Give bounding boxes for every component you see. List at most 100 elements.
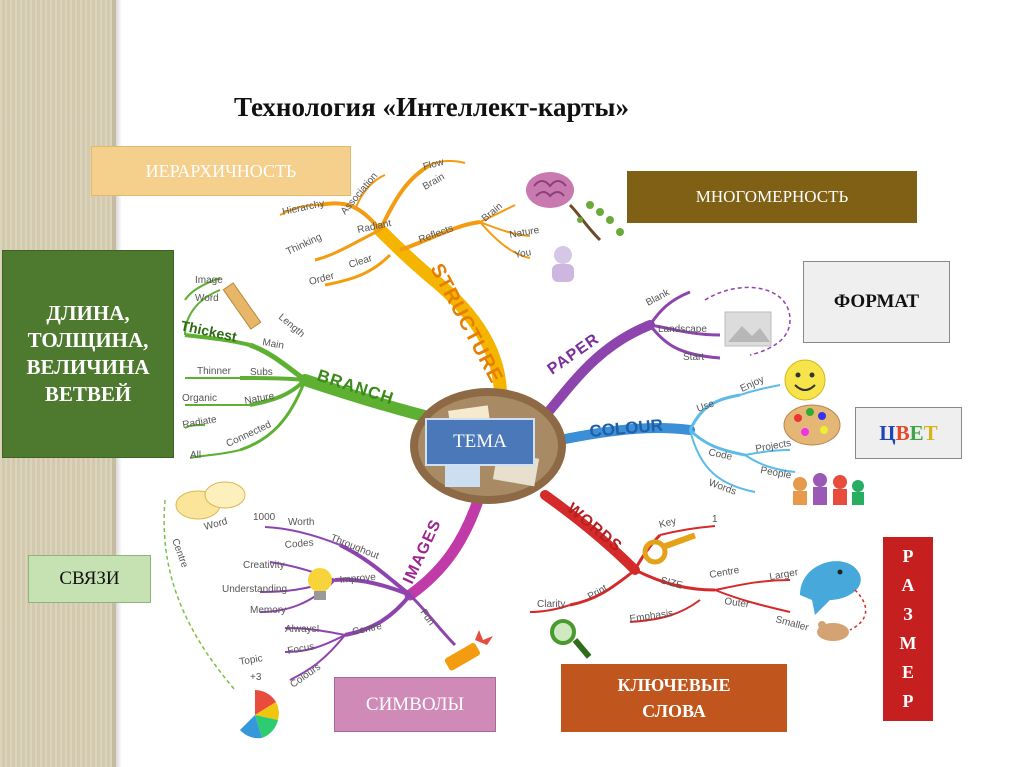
magnifier-icon xyxy=(550,619,592,659)
branch-word: All xyxy=(190,450,201,461)
branch-word: Length xyxy=(276,312,307,340)
symbols-label: СИМВОЛЫ xyxy=(334,677,496,732)
size-letter: Е xyxy=(901,662,914,682)
branch-word: Subs xyxy=(250,367,273,378)
size-letter: Р xyxy=(902,691,914,711)
images-word: Understanding xyxy=(222,584,287,595)
words-word: Outer xyxy=(724,596,751,610)
color-letter: В xyxy=(895,420,910,445)
structure-word: Nature xyxy=(509,225,541,241)
keywords-label: КЛЮЧЕВЫЕ СЛОВА xyxy=(561,664,787,732)
structure-word: Clear xyxy=(348,253,375,271)
words-word: SIZE xyxy=(659,575,684,591)
images-word: 1000 xyxy=(253,512,276,523)
tree-icon xyxy=(568,201,624,242)
images-word: Codes xyxy=(284,538,314,551)
branch-word: Organic xyxy=(182,393,217,404)
words-branch: WORDS Key 1 SIZE Print Clarity Centre La… xyxy=(529,490,867,659)
branch-word: Thinner xyxy=(197,366,232,377)
words-word: Clarity xyxy=(537,599,565,610)
images-word: Topic xyxy=(239,653,264,668)
words-title: WORDS xyxy=(563,500,625,556)
branch-word: Main xyxy=(261,337,284,352)
structure-word: Hierarchy xyxy=(281,198,325,218)
images-word: Focus xyxy=(287,641,316,657)
paper-word: Landscape xyxy=(658,324,707,335)
structure-title: STRUCTURE xyxy=(426,260,508,387)
words-dashed-link xyxy=(849,589,867,631)
branch-word: Image xyxy=(195,275,223,286)
images-word: Always! xyxy=(285,624,319,635)
images-word: +3 xyxy=(250,672,262,683)
color-letter: Е xyxy=(909,420,924,445)
size-letter: З xyxy=(903,604,913,624)
smiley-icon xyxy=(784,359,826,401)
whale-icon xyxy=(800,561,861,615)
size-letter: Р xyxy=(902,546,914,566)
speech-bubbles-icon xyxy=(175,481,246,520)
people-icon xyxy=(793,473,864,505)
center-topic-box: ТЕМА xyxy=(425,418,535,466)
words-word: 1 xyxy=(712,514,718,525)
dimension-label: МНОГОМЕРНОСТЬ xyxy=(627,171,917,223)
branch-word: Thickest xyxy=(179,317,238,345)
images-word: Word xyxy=(203,516,229,533)
key-icon xyxy=(642,532,696,565)
paper-dashed-link xyxy=(704,286,791,356)
images-word: Fun xyxy=(418,607,437,627)
landscape-image-icon xyxy=(724,311,772,347)
images-word: Colours xyxy=(288,662,323,691)
structure-word: Flow xyxy=(422,157,446,173)
size-label: Р А З М Е Р xyxy=(883,537,933,721)
images-word: Memory xyxy=(250,605,286,616)
branch-word: Radiate xyxy=(182,414,218,431)
structure-word: You xyxy=(514,247,533,261)
branch-branch: BRANCH Length Main Thickest Subs Thinner… xyxy=(179,275,446,461)
structure-word: Brain xyxy=(421,171,447,192)
colour-word: Use xyxy=(695,398,716,415)
mouse-icon xyxy=(817,621,849,641)
brain-icon xyxy=(526,172,574,208)
words-word: Emphasis xyxy=(629,608,674,625)
links-label: СВЯЗИ xyxy=(28,555,151,603)
words-word: Key xyxy=(658,516,677,531)
color-letter: Ц xyxy=(879,420,896,445)
slide-title: Технология «Интеллект-карты» xyxy=(234,92,629,122)
format-label: ФОРМАТ xyxy=(803,261,950,343)
images-word: Creativity xyxy=(243,560,285,571)
words-word: Larger xyxy=(769,567,800,583)
paint-palette-icon xyxy=(783,404,841,446)
images-word: Centre xyxy=(169,537,190,569)
branches-label: ДЛИНА, ТОЛЩИНА, ВЕЛИЧИНА ВЕТВЕЙ xyxy=(2,250,174,458)
structure-word: Reflects xyxy=(417,223,455,246)
structure-word: Thinking xyxy=(285,232,324,258)
words-word: Smaller xyxy=(774,614,810,634)
colour-title: COLOUR xyxy=(589,416,664,441)
words-word: Centre xyxy=(709,565,741,581)
colour-word: Projects xyxy=(755,438,792,455)
firework-icon xyxy=(444,630,493,671)
color-letter: Т xyxy=(923,420,938,445)
structure-word: Order xyxy=(308,270,336,287)
images-word: Worth xyxy=(288,517,315,528)
colour-word: People xyxy=(759,465,792,481)
images-dashed-link xyxy=(163,499,236,691)
light-bulb-icon xyxy=(308,568,332,600)
paper-word: Start xyxy=(683,352,704,363)
ruler-icon xyxy=(222,282,262,330)
words-word: Print xyxy=(586,583,609,603)
branch-word: Word xyxy=(195,293,219,304)
hierarchy-label: ИЕРАРХИЧНОСТЬ xyxy=(91,146,351,196)
images-word: Centre xyxy=(351,621,383,638)
size-letter: А xyxy=(901,575,915,595)
size-letter: М xyxy=(899,633,917,653)
images-word: Throughout xyxy=(329,533,381,562)
color-wheel-icon xyxy=(240,690,279,739)
colour-word: Code xyxy=(707,447,733,463)
person-icon xyxy=(552,246,574,282)
colour-branch: COLOUR Use Enjoy Code Projects People Wo… xyxy=(555,359,864,505)
branch-word: Nature xyxy=(244,391,276,407)
images-word: Improve xyxy=(339,572,376,586)
